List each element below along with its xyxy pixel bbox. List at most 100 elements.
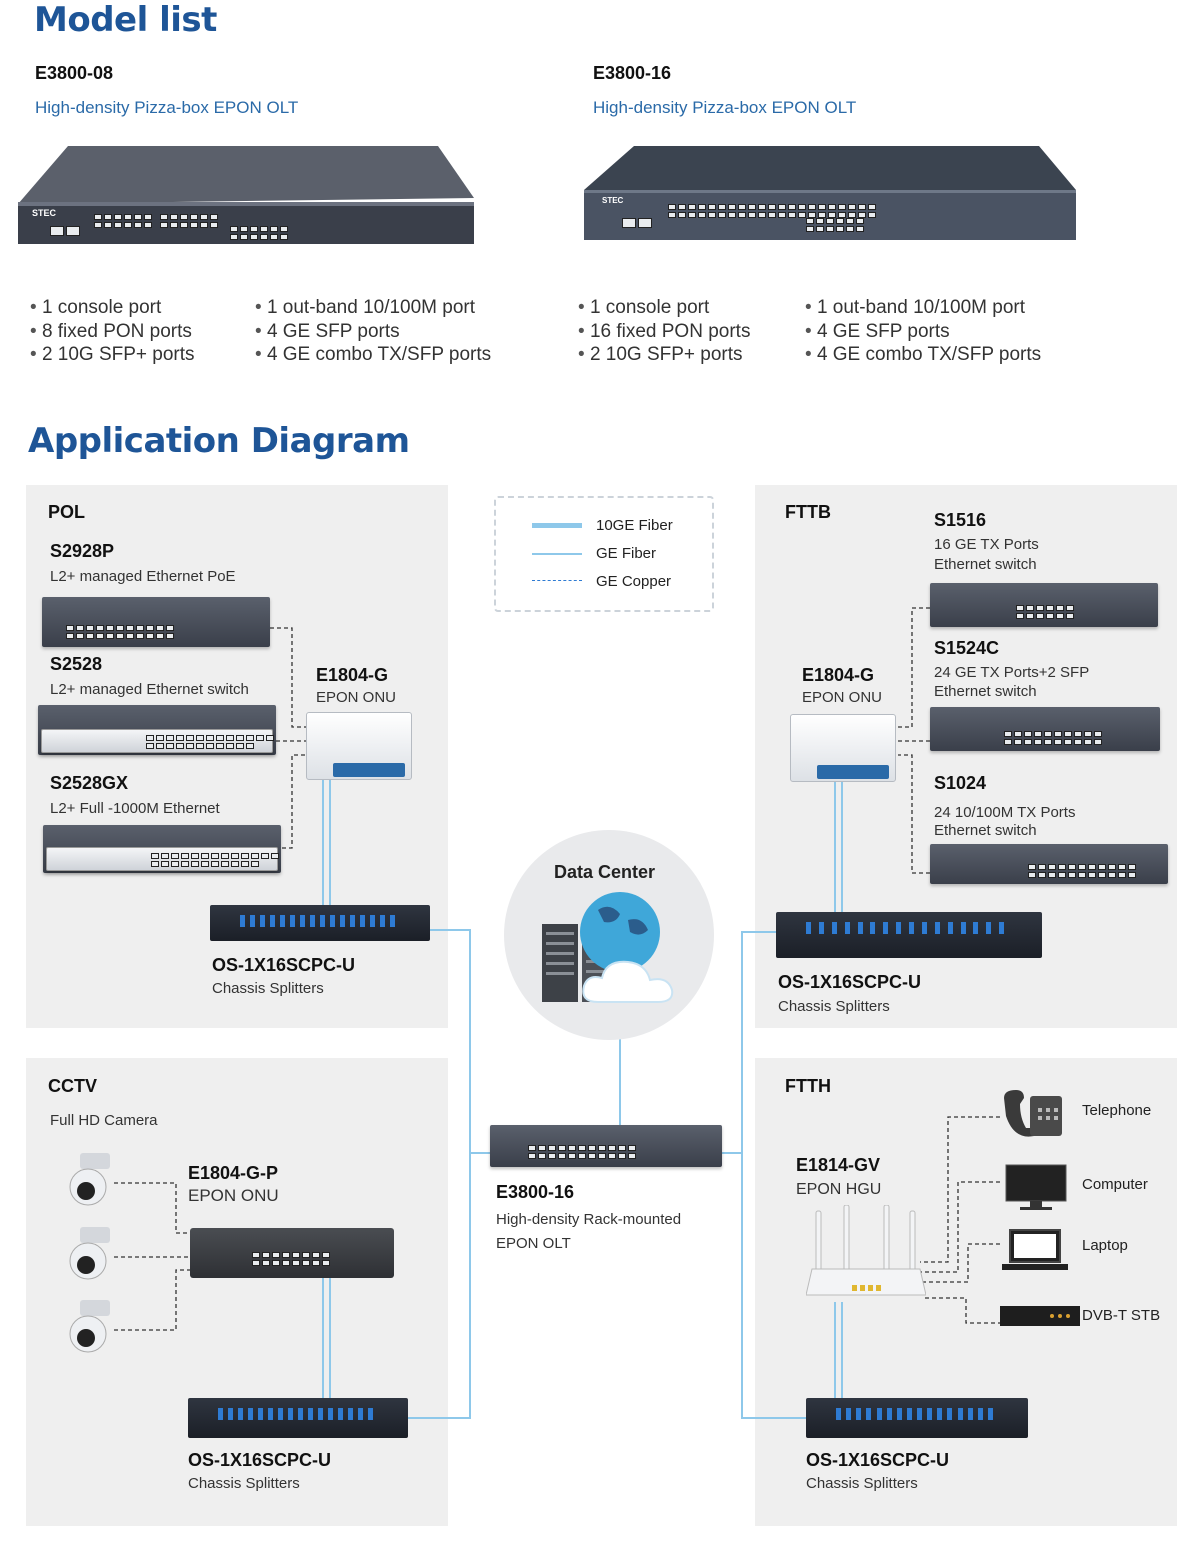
port [270,234,278,240]
port [272,1260,280,1266]
splitter-channel [228,1408,233,1420]
port [134,214,142,220]
splitter-channel [967,1408,973,1420]
feature-item: 4 GE SFP ports [255,320,491,344]
legend-ge-copper-label: GE Copper [596,573,672,590]
splitter-channel [876,1408,882,1420]
pol-splitter-desc: Chassis Splitters [212,980,324,997]
port [312,1252,320,1258]
port [1036,605,1044,611]
port [181,853,189,859]
pol-onu-image [306,712,412,780]
port [230,226,238,232]
splitter-channel [986,922,992,934]
port [156,633,164,639]
port [181,861,189,867]
port [548,1153,556,1159]
port [806,226,814,232]
port [1128,872,1136,878]
splitter-channel [937,1408,943,1420]
port [146,743,154,749]
port [196,743,204,749]
port [156,735,164,741]
ftth-section-label: FTTH [785,1076,831,1096]
port [816,226,824,232]
port [1074,739,1082,745]
port [718,204,726,210]
olt-e3800-08-image: STEC [18,146,474,246]
stb-icon [1000,1302,1080,1328]
model-desc-e3800-08: High-density Pizza-box EPON OLT [35,98,299,117]
port [114,222,122,228]
s2528-switch-image [38,705,276,755]
port [126,633,134,639]
splitter-channel [270,915,275,927]
port [1094,739,1102,745]
port [166,743,174,749]
port [838,204,846,210]
s2528-desc: L2+ managed Ethernet switch [50,681,249,698]
port [231,853,239,859]
port [528,1153,536,1159]
s1524c-switch-image [930,707,1160,751]
port [628,1145,636,1151]
legend-10ge-fiber-swatch [532,523,582,528]
port [1118,872,1126,878]
splitter-channel [960,922,966,934]
port [96,625,104,631]
port [738,204,746,210]
pol-splitter-name: OS-1X16SCPC-U [212,955,356,975]
splitter-channel [957,1408,963,1420]
splitter-channel [917,1408,922,1420]
splitter-channel [260,915,265,927]
port [210,222,218,228]
feature-item: 1 out-band 10/100M port [255,296,491,320]
splitter-channel [806,922,811,934]
splitter-channel [844,922,850,934]
port [261,853,269,859]
splitter-channel [250,915,255,927]
port [718,212,726,218]
splitter-channel [370,915,375,927]
port [678,212,686,218]
port [1064,739,1072,745]
port [134,222,142,228]
splitter-channel [358,1408,363,1420]
port [1128,864,1136,870]
port [1066,613,1074,619]
port [826,218,834,224]
camera-icon [66,1153,114,1209]
laptop-icon [1000,1228,1070,1272]
splitter-channel [318,1408,323,1420]
s1516-switch-image [930,583,1158,627]
port [231,861,239,867]
splitter-channel [906,1408,912,1420]
port [302,1252,310,1258]
port [798,204,806,210]
port [788,212,796,218]
legend-10ge-fiber-label: 10GE Fiber [596,517,673,534]
port [240,234,248,240]
splitter-channel [290,915,295,927]
port [848,212,856,218]
port [1108,864,1116,870]
fttb-onu-image [790,714,896,782]
olt-center-desc1: High-density Rack-mounted [496,1211,682,1228]
port [180,222,188,228]
port [116,625,124,631]
port [186,735,194,741]
splitter-channel [348,1408,353,1420]
splitter-channel [320,915,325,927]
port [668,212,676,218]
hgu-router-image [805,1204,927,1303]
port [1038,864,1046,870]
port [211,861,219,867]
port [262,1252,270,1258]
feature-item: 1 console port [30,296,195,320]
splitter-channel [846,1408,852,1420]
hgu-name: E1814-GV [796,1155,881,1175]
port [768,212,776,218]
cctv-onu-image [190,1228,394,1278]
port [1068,872,1076,878]
pol-section-label: POL [48,502,86,522]
